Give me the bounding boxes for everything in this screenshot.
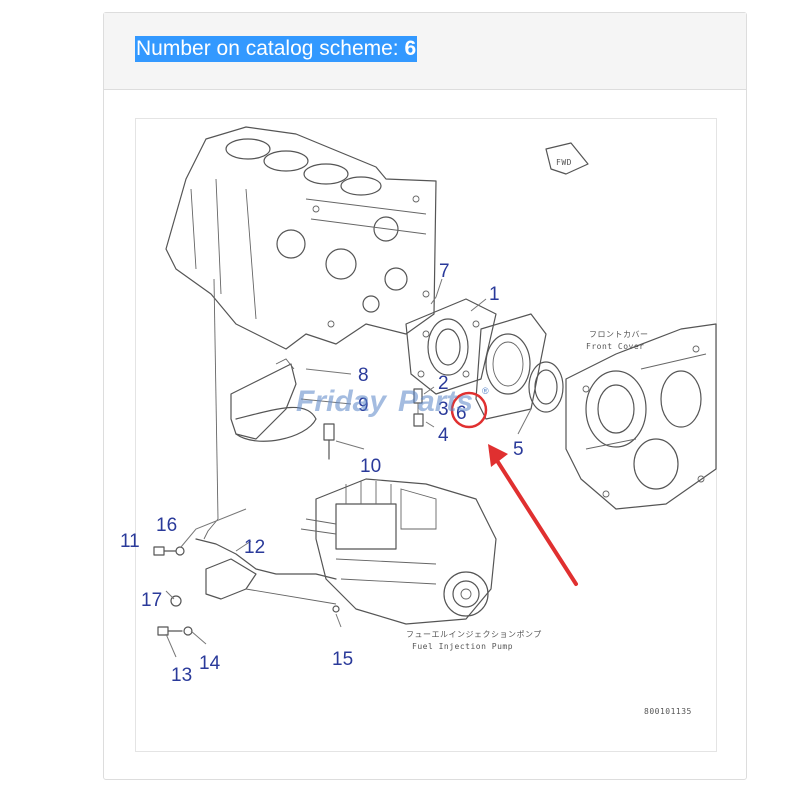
fwd-label: FWD [556, 158, 572, 167]
callout-13: 13 [171, 665, 192, 686]
fwd-arrow-icon: FWD [545, 142, 589, 175]
fuel-injection-pump: フューエルインジェクションポンプ Fuel Injection Pump [300, 478, 542, 651]
callout-15: 15 [332, 649, 353, 670]
exploded-view-drawing: FWD [120, 126, 717, 716]
drawing-code: 800101135 [644, 707, 692, 716]
engine-block [165, 126, 437, 350]
callout-numbers: 1 2 3 4 5 6 7 8 9 10 11 12 13 14 15 16 1… [120, 261, 524, 686]
callout-2: 2 [438, 373, 449, 394]
highlight-arrow-shaft [494, 457, 578, 586]
callout-16: 16 [156, 515, 177, 536]
callout-10: 10 [360, 456, 381, 477]
watermark-trademark: ® [482, 386, 489, 396]
watermark-part1: Friday [296, 385, 387, 418]
highlight-marker [450, 391, 578, 586]
front-cover-en-label: Front Cover [586, 342, 644, 351]
callout-8: 8 [358, 365, 369, 386]
small-bolts [153, 546, 340, 636]
oil-pipe [195, 538, 337, 605]
callout-12: 12 [244, 537, 265, 558]
watermark-logo: Friday Parts ® [296, 385, 489, 418]
callout-1: 1 [489, 284, 500, 305]
pipe-line [213, 278, 219, 520]
callout-6: 6 [456, 403, 467, 424]
callout-7: 7 [439, 261, 450, 282]
callout-14: 14 [199, 653, 221, 674]
watermark-part2: Parts [398, 385, 473, 418]
gasket-part [405, 298, 497, 395]
bolt-part [323, 423, 335, 460]
oil-strainer [230, 358, 317, 442]
front-cover-jp-label: フロントカバー [589, 330, 649, 339]
fuel-pump-en-label: Fuel Injection Pump [412, 642, 513, 651]
callout-3: 3 [438, 399, 449, 420]
callout-9: 9 [358, 395, 369, 416]
parts-diagram: FWD [120, 118, 717, 752]
catalog-panel: Number on catalog scheme: 6 [103, 12, 747, 780]
oil-seal-part [528, 361, 564, 413]
highlight-circle [450, 391, 488, 429]
catalog-number-label: Number on catalog scheme: [136, 37, 399, 60]
callout-4: 4 [438, 425, 449, 446]
front-cover: フロントカバー Front Cover [565, 323, 717, 510]
catalog-number-heading: Number on catalog scheme: 6 [135, 36, 418, 62]
highlight-arrow-icon [488, 444, 508, 467]
callout-17: 17 [141, 590, 162, 611]
leader-lines [165, 278, 532, 658]
small-parts [413, 388, 424, 427]
catalog-number-value: 6 [404, 37, 417, 60]
callout-11: 11 [120, 531, 140, 552]
fuel-pump-jp-label: フューエルインジェクションポンプ [406, 630, 542, 639]
panel-header: Number on catalog scheme: 6 [104, 13, 746, 90]
callout-5: 5 [513, 439, 524, 460]
